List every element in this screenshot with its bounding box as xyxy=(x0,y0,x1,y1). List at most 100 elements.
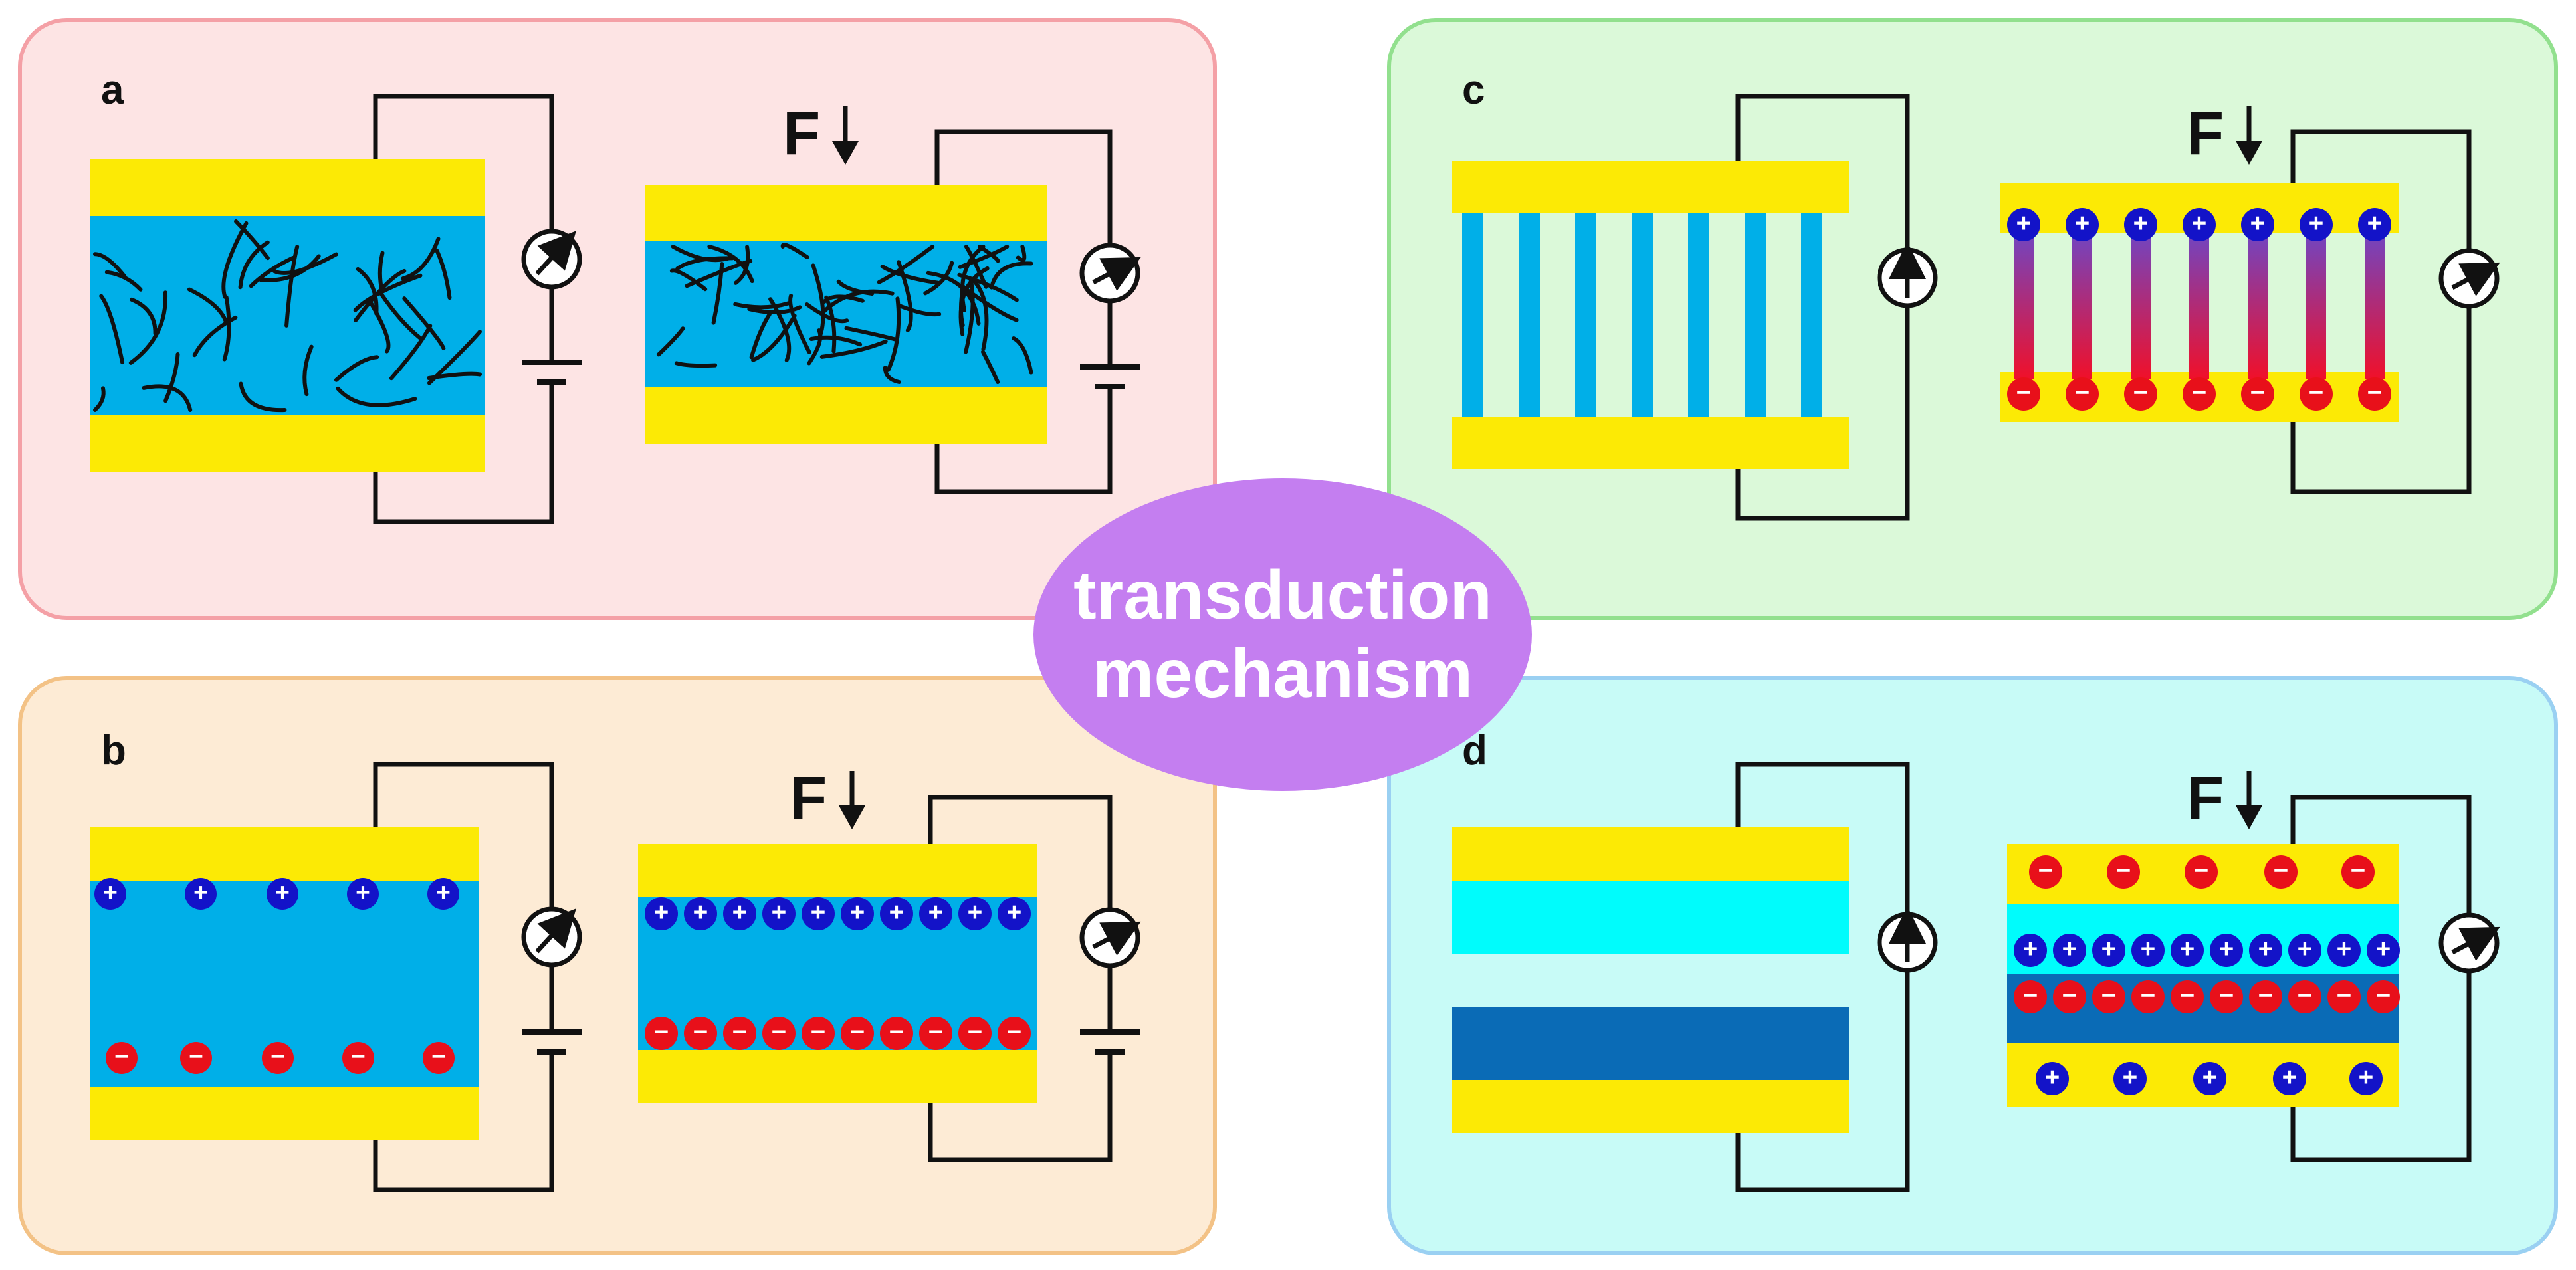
positive-charge-icon: + xyxy=(2014,934,2047,967)
conductive-fiber xyxy=(811,263,825,338)
dielectric-layer xyxy=(645,241,1047,387)
pillar xyxy=(1688,213,1709,417)
conductive-fiber xyxy=(883,366,901,384)
conductive-fiber xyxy=(768,297,792,362)
top-electrode xyxy=(90,827,479,881)
bottom-friction-layer xyxy=(1452,1007,1849,1080)
triboelectric-device-contact: −−−−−+−+−+−+−+−+−+−+−+−+−+++++ xyxy=(2007,844,2400,1107)
charge-sign: + xyxy=(2062,935,2078,964)
positive-charge-icon: + xyxy=(2113,1062,2147,1095)
meter-icon xyxy=(2438,248,2500,309)
conductive-fiber xyxy=(981,350,1000,384)
charge-sign: + xyxy=(2141,935,2156,964)
force-indicator: F xyxy=(2187,764,2262,832)
negative-charge-icon: − xyxy=(2171,980,2204,1013)
charge-sign: − xyxy=(889,1018,905,1047)
negative-charge-icon: − xyxy=(958,1017,992,1050)
positive-charge-icon: + xyxy=(347,878,379,910)
negative-charge-icon: − xyxy=(2107,855,2140,889)
conductive-fiber xyxy=(336,386,417,407)
circuit-wire xyxy=(1735,94,1910,521)
conductive-fiber xyxy=(844,326,899,342)
charge-sign: + xyxy=(2016,209,2032,238)
positive-charge-icon: + xyxy=(2367,934,2400,967)
positive-charge-icon: + xyxy=(2007,208,2040,241)
polarized-pillar xyxy=(2014,226,2034,379)
conductive-fiber xyxy=(259,254,321,282)
charge-sign: − xyxy=(351,1042,366,1070)
conductive-fiber xyxy=(234,219,270,261)
bottom-electrode xyxy=(645,387,1047,444)
negative-charge-icon: − xyxy=(919,1017,952,1050)
positive-charge-icon: + xyxy=(958,897,992,930)
conductive-fiber xyxy=(187,287,228,324)
positive-charge-icon: + xyxy=(2358,208,2391,241)
charge-sign: − xyxy=(928,1018,944,1047)
conductive-fiber xyxy=(249,256,295,288)
circuit-wire xyxy=(373,762,554,1192)
conductive-fiber xyxy=(368,300,391,354)
charge-sign: − xyxy=(2298,982,2313,1010)
negative-charge-icon: − xyxy=(2264,855,2298,889)
center-ellipse xyxy=(1033,478,1532,791)
pillar xyxy=(1801,213,1822,417)
panel-d: −−−−−+−+−+−+−+−+−+−+−+−+−+++++ F xyxy=(1452,762,2500,1192)
conductive-fiber xyxy=(971,278,989,352)
polarized-pillar xyxy=(2365,226,2385,379)
conductive-fiber xyxy=(780,243,809,259)
charge-sign: − xyxy=(270,1042,285,1070)
positive-charge-icon: + xyxy=(2327,934,2361,967)
force-indicator: F xyxy=(2187,100,2262,167)
center-title: transduction mechanism xyxy=(1037,548,1529,721)
bottom-electrode xyxy=(90,1087,479,1140)
polarized-pillar xyxy=(2306,226,2326,379)
positive-charge-icon: + xyxy=(2273,1062,2306,1095)
conductive-fiber xyxy=(93,252,127,279)
pillar xyxy=(1462,213,1483,417)
charge-sign: − xyxy=(2192,379,2207,407)
negative-charge-icon: − xyxy=(106,1042,138,1074)
conductive-fiber xyxy=(221,221,249,299)
charge-sign: − xyxy=(2351,857,2366,885)
conductive-fiber xyxy=(284,245,300,328)
negative-charge-icon: − xyxy=(880,1017,913,1050)
conductive-fiber xyxy=(964,277,975,354)
circuit-wire xyxy=(373,94,554,524)
conductive-fiber xyxy=(238,240,270,290)
conductive-fiber xyxy=(824,295,837,354)
negative-charge-icon: − xyxy=(180,1042,212,1074)
positive-charge-icon: + xyxy=(2036,1062,2069,1095)
piezoelectric-pillar-device-pressed: +−+−+−+−+−+−+− xyxy=(2000,183,2399,422)
charge-sign: + xyxy=(889,899,905,927)
conductive-fiber xyxy=(656,326,685,357)
conductive-fiber xyxy=(1012,336,1033,375)
charge-sign: − xyxy=(2062,982,2078,1010)
polarized-pillar-array: +−+−+−+−+−+−+− xyxy=(2007,208,2391,411)
center-title-line-1: transduction xyxy=(1073,557,1492,634)
charge-sign: + xyxy=(2376,935,2391,964)
positive-charge-icon: + xyxy=(2092,934,2125,967)
meter-icon xyxy=(521,229,582,290)
top-electrode xyxy=(1452,827,1849,881)
negative-charge-icon: − xyxy=(2007,377,2040,411)
negative-charge-icon: − xyxy=(2029,855,2062,889)
pillar-array xyxy=(1462,213,1822,417)
conductive-fiber xyxy=(923,261,954,296)
down-arrow-icon xyxy=(832,106,859,165)
conductive-fiber xyxy=(354,268,407,322)
charge-sign: + xyxy=(2192,209,2207,238)
positive-charge-icon: + xyxy=(723,897,756,930)
pillar xyxy=(1632,213,1653,417)
positive-charge-icon: + xyxy=(998,897,1031,930)
positive-charge-icon: + xyxy=(802,897,835,930)
polarized-pillar xyxy=(2189,226,2209,379)
panel-a-label: a xyxy=(101,67,124,113)
conductive-fiber xyxy=(671,245,734,263)
panel-c-label: c xyxy=(1462,67,1485,113)
conductive-fiber xyxy=(401,237,441,280)
negative-charge-icon: − xyxy=(2131,980,2165,1013)
charge-sign: − xyxy=(2075,379,2090,407)
circuit-wire xyxy=(1735,762,1910,1192)
negative-charge-icon: − xyxy=(2300,377,2333,411)
panel-a: F xyxy=(90,94,1141,524)
